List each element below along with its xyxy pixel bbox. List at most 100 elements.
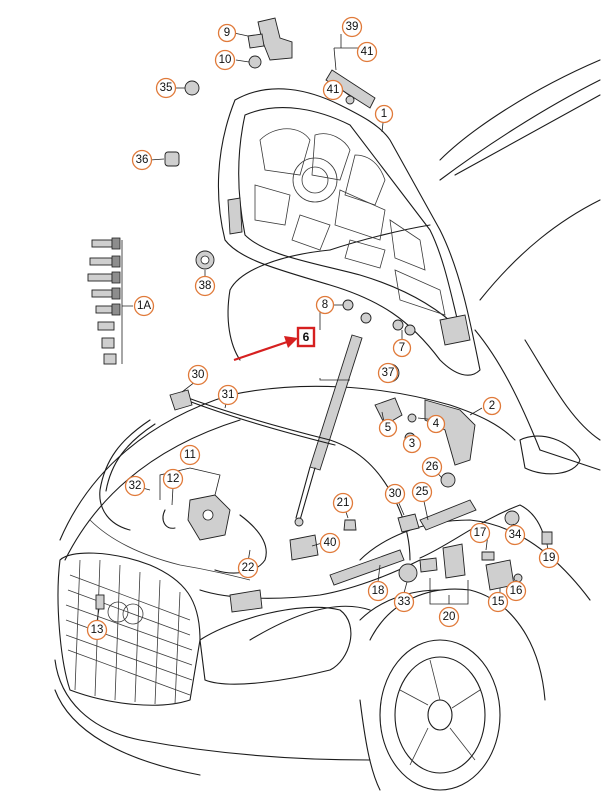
callout-32: 32	[124, 475, 146, 497]
callout-19: 19	[538, 547, 560, 569]
callout-label: 20	[443, 611, 456, 623]
callout-ring	[411, 481, 433, 503]
callout-40: 40	[319, 532, 341, 554]
callout-ring	[322, 79, 344, 101]
callout-label: 32	[129, 480, 142, 492]
callout-label: 33	[398, 596, 411, 608]
callout-label: 41	[327, 84, 340, 96]
callout-label: 5	[385, 422, 391, 434]
callout-5: 5	[378, 418, 398, 438]
callout-ring	[538, 547, 560, 569]
callout-label: 7	[399, 342, 405, 354]
callout-label: 17	[474, 527, 487, 539]
callout-label: 30	[192, 369, 205, 381]
callout-ring	[214, 49, 236, 71]
callout-ring	[194, 275, 216, 297]
callout-ring	[384, 483, 406, 505]
callout-label: 10	[219, 54, 232, 66]
callout-17: 17	[469, 522, 491, 544]
highlight-box	[296, 326, 316, 348]
callout-label: 25	[416, 486, 429, 498]
callout-ring	[187, 364, 209, 386]
callout-ring	[402, 434, 422, 454]
callout-ring	[426, 414, 446, 434]
callout-label: 11	[184, 449, 196, 461]
callout-label: 26	[426, 461, 439, 473]
callout-13: 13	[86, 619, 108, 641]
callout-label: 34	[509, 529, 522, 541]
callouts-layer: 11A2345789101112131516171819202122252630…	[86, 16, 560, 641]
callout-39: 39	[341, 16, 363, 38]
callout-20: 20	[438, 606, 460, 628]
callout-ring	[341, 16, 363, 38]
callout-label: 8	[322, 299, 328, 311]
callout-label: 13	[91, 624, 104, 636]
callout-label: 21	[337, 497, 350, 509]
callout-ring	[367, 580, 389, 602]
callout-ring	[217, 23, 237, 43]
callout-1: 1	[374, 104, 394, 124]
highlight-label: 6	[303, 330, 310, 344]
callout-31: 31	[217, 384, 239, 406]
callout-12: 12	[162, 468, 184, 490]
callout-ring	[378, 418, 398, 438]
callout-38: 38	[194, 275, 216, 297]
highlight-arrow	[233, 336, 298, 362]
callout-label: 41	[361, 46, 374, 58]
callout-ring	[131, 149, 153, 171]
callout-ring	[155, 77, 177, 99]
callout-ring	[377, 362, 399, 384]
callout-8: 8	[315, 295, 335, 315]
callout-label: 35	[160, 82, 173, 94]
callout-label: 12	[167, 473, 180, 485]
callout-34: 34	[504, 524, 526, 546]
callout-11: 11	[179, 444, 201, 466]
callout-ring	[505, 580, 527, 602]
callout-label: 1A	[137, 300, 151, 312]
car-body	[54, 59, 601, 791]
callout-ring	[438, 606, 460, 628]
callout-label: 2	[489, 400, 495, 412]
callout-ring	[124, 475, 146, 497]
callout-ring	[392, 338, 412, 358]
callout-ring	[179, 444, 201, 466]
callout-ring	[469, 522, 491, 544]
callout-7: 7	[392, 338, 412, 358]
callout-label: 19	[543, 552, 556, 564]
callout-ring	[393, 591, 415, 613]
callout-33: 33	[393, 591, 415, 613]
callout-label: 22	[242, 562, 255, 574]
callout-36: 36	[131, 149, 153, 171]
callout-21: 21	[332, 492, 354, 514]
callout-ring	[487, 591, 509, 613]
callout-label: 4	[433, 418, 440, 430]
callout-1A: 1A	[133, 295, 155, 317]
gas-strut	[294, 312, 372, 527]
callout-ring	[162, 468, 184, 490]
callout-35: 35	[155, 77, 177, 99]
callout-30: 30	[187, 364, 209, 386]
callout-label: 3	[409, 438, 415, 450]
callout-ring	[356, 41, 378, 63]
callout-label: 40	[324, 537, 337, 549]
callout-ring	[504, 524, 526, 546]
callout-9: 9	[217, 23, 237, 43]
callout-22: 22	[237, 557, 259, 579]
callout-ring	[315, 295, 335, 315]
callout-ring	[374, 104, 394, 124]
callout-15: 15	[487, 591, 509, 613]
callout-37: 37	[377, 362, 399, 384]
callout-26: 26	[421, 456, 443, 478]
callout-ring	[482, 396, 502, 416]
callout-ring	[133, 295, 155, 317]
callout-label: 39	[346, 21, 359, 33]
callout-30: 30	[384, 483, 406, 505]
callout-18: 18	[367, 580, 389, 602]
callout-ring	[421, 456, 443, 478]
highlighted-callout: 6	[296, 326, 316, 348]
hood-panel	[217, 88, 481, 376]
callout-ring	[319, 532, 341, 554]
screw-set	[87, 237, 121, 365]
callout-label: 30	[389, 488, 402, 500]
